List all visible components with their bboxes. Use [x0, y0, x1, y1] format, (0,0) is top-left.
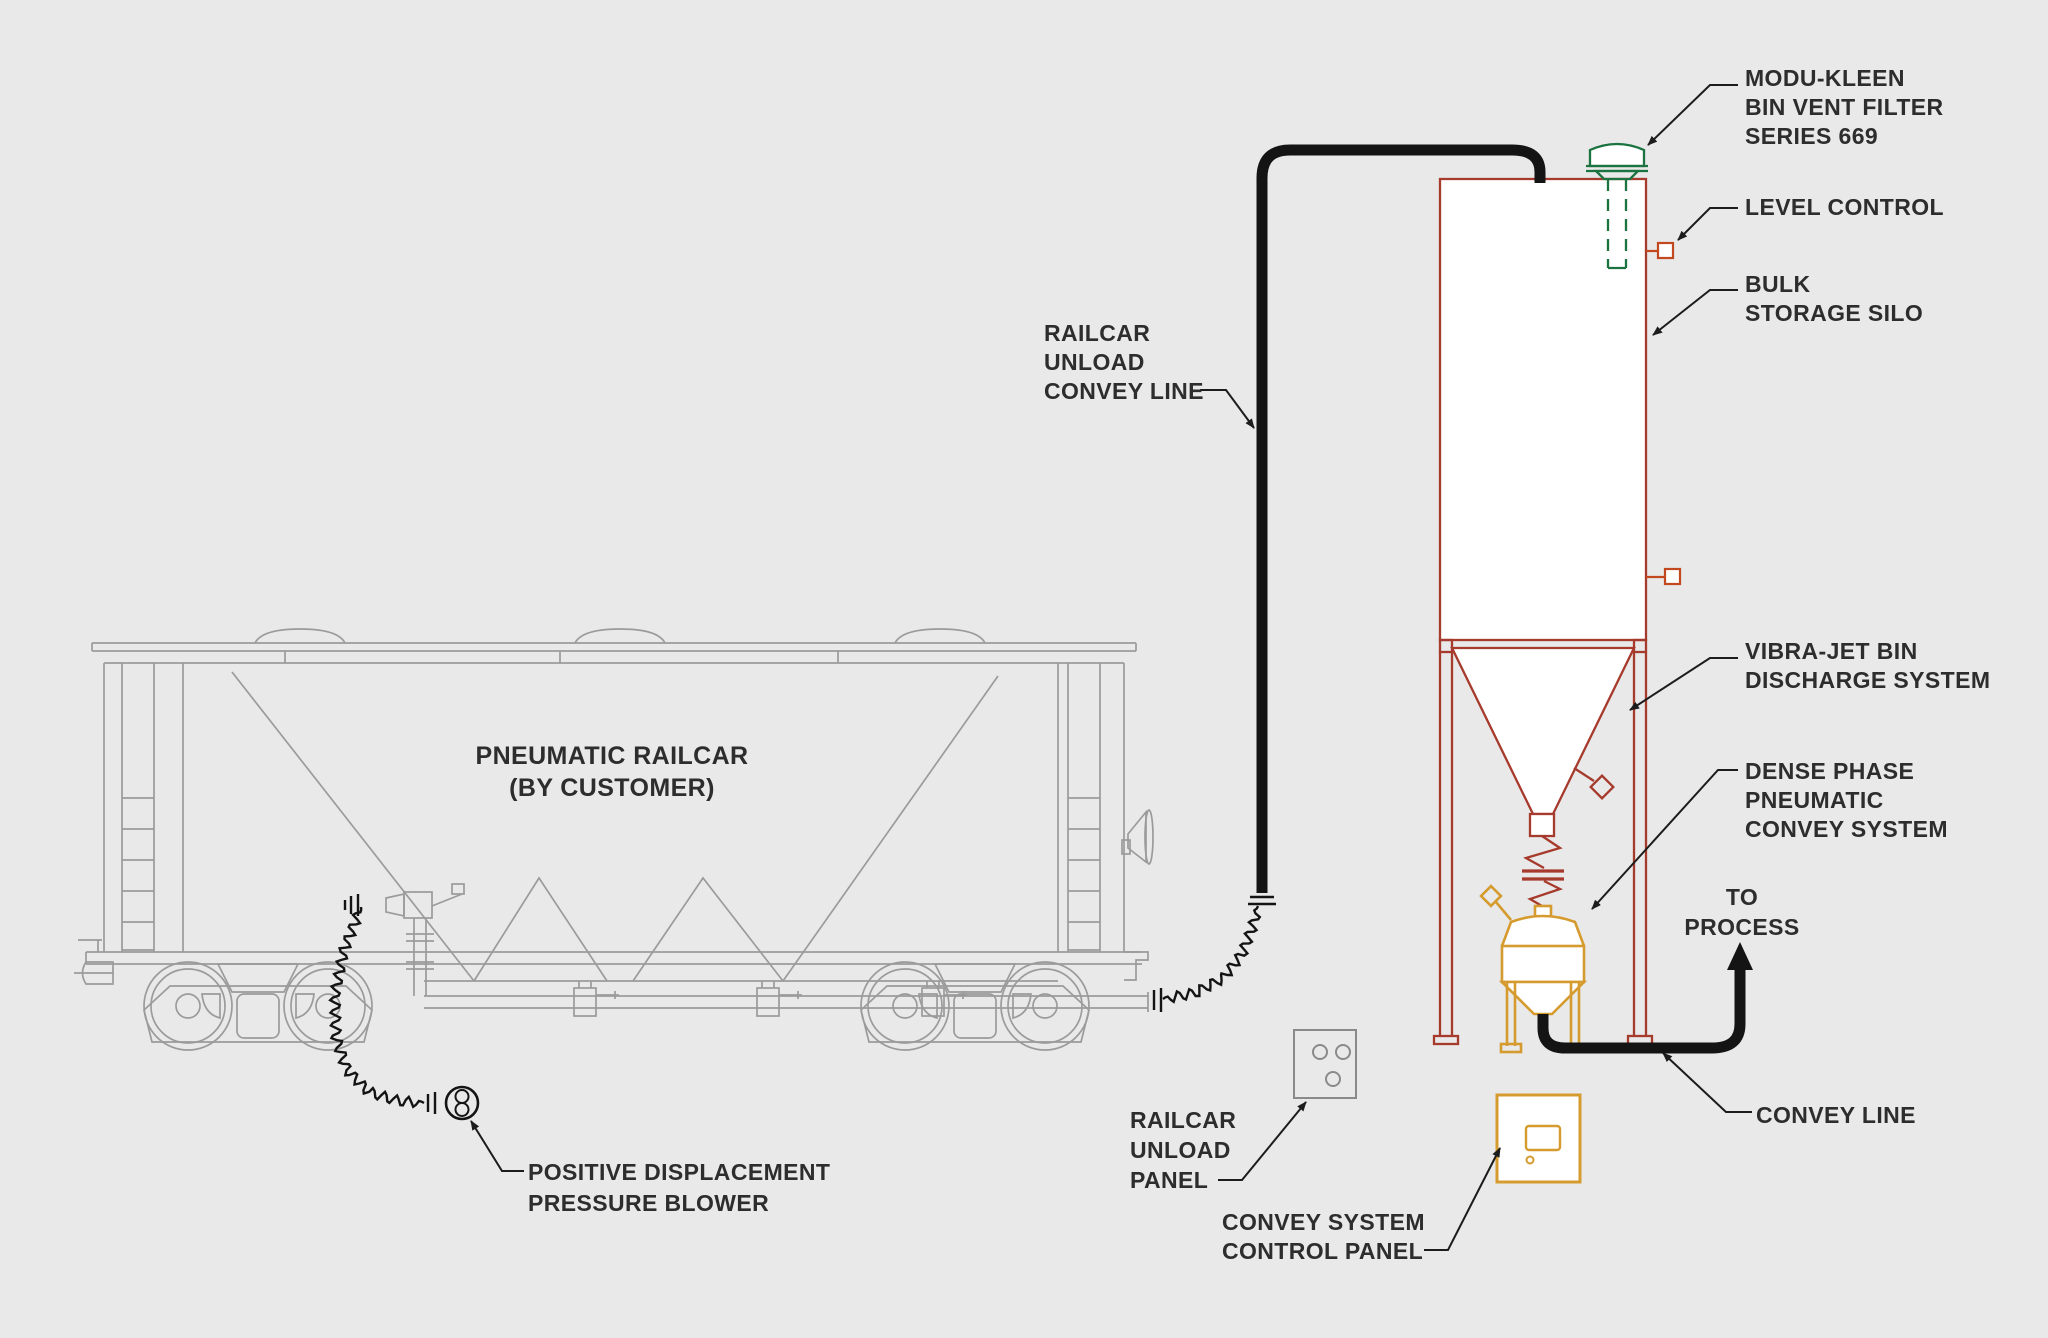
to-process-arrowhead [1727, 942, 1753, 970]
leader-bulk-silo [1652, 289, 1738, 336]
wheel-truck-right [860, 961, 1090, 1051]
hose-couplers [343, 894, 1276, 1114]
label-railcar-unload-panel: RAILCAR UNLOAD PANEL [1130, 1107, 1237, 1193]
leader-convey-system-panel [1424, 1147, 1501, 1251]
silo-foot [1432, 1034, 1460, 1046]
wheel-truck-left [143, 961, 373, 1051]
roof-hatch [254, 628, 346, 644]
bin-vent-filter [1586, 142, 1648, 270]
bolster [933, 963, 1017, 993]
convey-system-control-panel-box [1495, 1093, 1582, 1184]
pneumatic-railcar-drawing [74, 628, 1154, 1051]
label-convey-system-control-panel: CONVEY SYSTEM CONTROL PANEL [1222, 1209, 1425, 1264]
label-bulk-storage-silo: BULK STORAGE SILO [1745, 271, 1924, 326]
process-convey-line-pipe [1537, 966, 1746, 1054]
leader-railcar-unload-panel [1218, 1101, 1307, 1181]
railcar-unload-convey-line-pipe [1256, 144, 1546, 893]
roof-hatch [574, 628, 666, 644]
dense-phase-vessel [1479, 884, 1588, 1054]
filter-cap [1588, 142, 1646, 168]
discharge-flex-connector [1522, 835, 1564, 907]
bulk-storage-silo [1432, 177, 1654, 1046]
roof-hatch [894, 628, 986, 644]
level-control-sensor-lower [1663, 567, 1682, 586]
hopper-slope-sheets [231, 671, 1058, 982]
label-level-control: LEVEL CONTROL [1745, 194, 1945, 220]
label-positive-displacement-blower: POSITIVE DISPLACEMENT PRESSURE BLOWER [528, 1159, 831, 1216]
right-end-details [1121, 809, 1154, 981]
vessel-cone [1498, 980, 1588, 1016]
leader-convey-line [1662, 1052, 1752, 1113]
level-control-sensor-upper [1656, 241, 1675, 260]
cone-vibrator [1573, 767, 1615, 800]
label-to-process: TO PROCESS [1684, 884, 1800, 940]
level-control-sensors [1646, 241, 1682, 586]
pressure-blower [444, 1085, 480, 1121]
panel-button [1525, 1155, 1535, 1165]
railcar-to-convey-flex-hose [1162, 905, 1262, 1004]
leader-level-control [1677, 207, 1738, 241]
panel-screen [1524, 1124, 1562, 1152]
left-ladder [121, 663, 155, 952]
vessel-foot [1499, 1042, 1523, 1054]
silo-outlet [1528, 812, 1556, 838]
label-modu-kleen: MODU-KLEEN BIN VENT FILTER SERIES 669 [1745, 65, 1944, 149]
left-coupler [74, 939, 114, 985]
label-railcar-unload-convey-line: RAILCAR UNLOAD CONVEY LINE [1044, 320, 1204, 404]
leader-vibra-jet [1629, 657, 1738, 711]
railcar-unload-adapter [385, 883, 465, 996]
right-ladder [1067, 663, 1101, 952]
label-dense-phase: DENSE PHASE PNEUMATIC CONVEY SYSTEM [1745, 758, 1948, 842]
leader-modu-kleen [1647, 84, 1738, 146]
vessel-nozzle [1479, 884, 1503, 908]
bolster [216, 963, 300, 993]
label-pneumatic-railcar: PNEUMATIC RAILCAR (BY CUSTOMER) [475, 742, 749, 802]
leader-unload-convey-line [1200, 389, 1255, 429]
leader-lines [470, 84, 1752, 1251]
silo-cone [1450, 646, 1636, 816]
label-vibra-jet: VIBRA-JET BIN DISCHARGE SYSTEM [1745, 638, 1991, 693]
outlet-clamp [573, 981, 619, 1017]
brake-wheel [1127, 809, 1147, 864]
blower-flex-hose [328, 906, 425, 1109]
label-convey-line: CONVEY LINE [1756, 1102, 1916, 1128]
leader-blower [470, 1120, 524, 1172]
outlet-clamp [756, 981, 802, 1017]
railcar-unload-panel-box [1293, 1029, 1357, 1099]
leader-dense-phase [1591, 769, 1738, 910]
vessel-dome [1500, 914, 1586, 947]
